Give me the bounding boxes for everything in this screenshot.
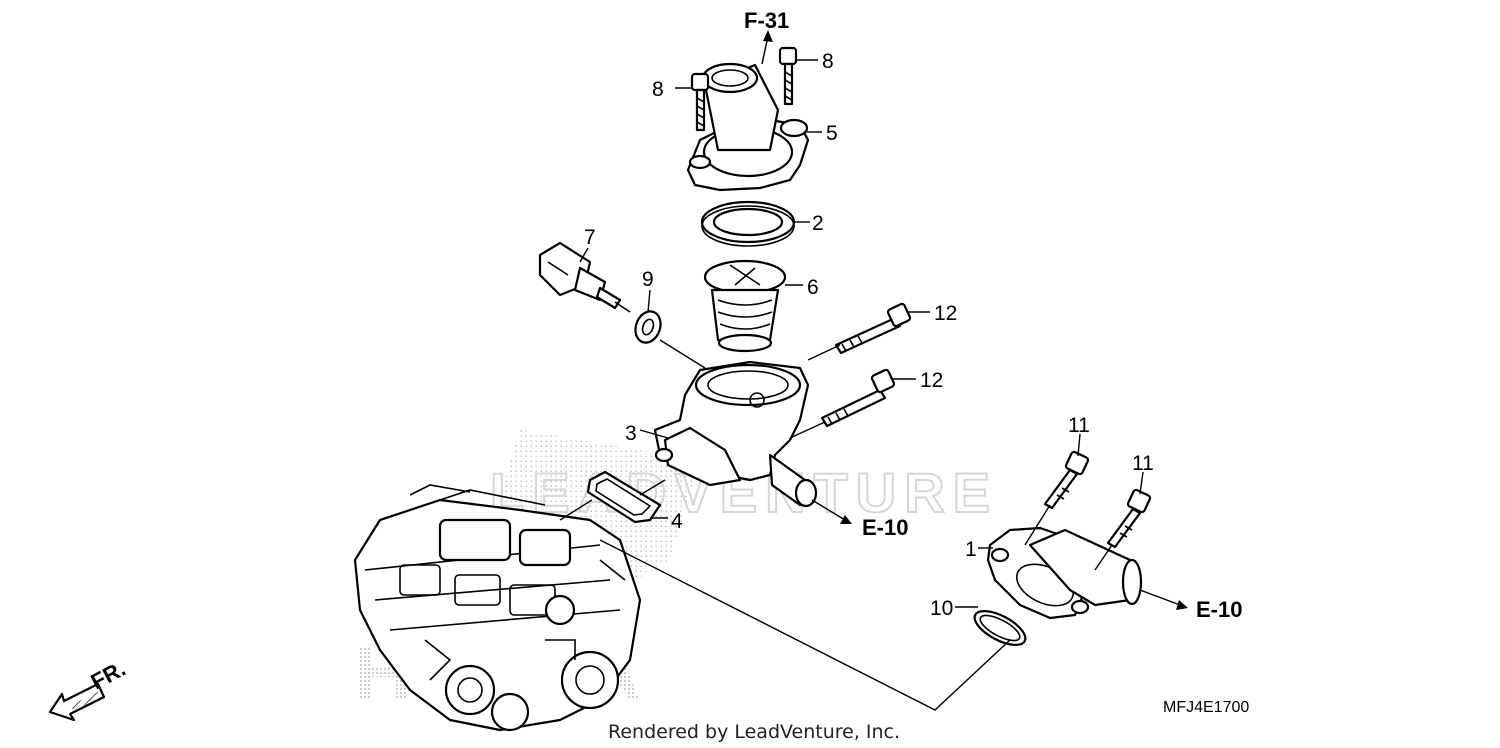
arrow-to-e10-right bbox=[1139, 589, 1188, 610]
thermostat-housing-part-3[interactable] bbox=[653, 360, 818, 508]
bolt-part-8-right[interactable] bbox=[778, 46, 798, 106]
callout-1[interactable]: 1 bbox=[965, 538, 977, 561]
front-direction-arrow bbox=[48, 682, 106, 722]
callout-2[interactable]: 2 bbox=[812, 212, 824, 235]
callout-12-lower[interactable]: 12 bbox=[920, 369, 943, 392]
reference-e10-right[interactable]: E-10 bbox=[1196, 597, 1242, 622]
callout-4[interactable]: 4 bbox=[671, 510, 683, 533]
bolt-part-8-left[interactable] bbox=[690, 72, 710, 132]
callout-3[interactable]: 3 bbox=[625, 422, 637, 445]
bolt-part-12-upper[interactable] bbox=[834, 302, 912, 355]
arrow-to-e10-middle bbox=[811, 499, 852, 524]
callout-10[interactable]: 10 bbox=[930, 597, 953, 620]
thermostat-part-6[interactable] bbox=[703, 259, 787, 353]
o-ring-part-10[interactable] bbox=[970, 604, 1031, 651]
callout-7[interactable]: 7 bbox=[584, 226, 596, 249]
diagram-code: MFJ4E1700 bbox=[1163, 699, 1249, 716]
water-joint-part-1[interactable] bbox=[986, 526, 1143, 620]
temperature-sensor-part-7[interactable] bbox=[538, 241, 631, 313]
callout-9[interactable]: 9 bbox=[642, 268, 654, 291]
arrow-to-f31 bbox=[761, 30, 773, 65]
callout-12-upper[interactable]: 12 bbox=[934, 302, 957, 325]
callout-6[interactable]: 6 bbox=[807, 276, 819, 299]
engine-illustration bbox=[353, 484, 642, 732]
callout-11-right[interactable]: 11 bbox=[1132, 452, 1154, 475]
callout-8-right[interactable]: 8 bbox=[822, 50, 834, 73]
leader-lines bbox=[559, 59, 1144, 711]
seal-part-2[interactable] bbox=[700, 200, 796, 247]
bolt-part-11-left[interactable] bbox=[1043, 450, 1090, 510]
bolt-part-12-lower[interactable] bbox=[820, 368, 896, 428]
bolt-part-11-right[interactable] bbox=[1106, 488, 1152, 549]
reference-f31[interactable]: F-31 bbox=[744, 8, 789, 33]
o-ring-part-4[interactable] bbox=[586, 470, 662, 524]
callout-5[interactable]: 5 bbox=[826, 122, 838, 145]
washer-part-9[interactable] bbox=[631, 308, 664, 346]
thermostat-cover-part-5[interactable] bbox=[686, 62, 810, 192]
callout-8-left[interactable]: 8 bbox=[652, 78, 664, 101]
callout-11-left[interactable]: 11 bbox=[1068, 414, 1090, 437]
rendered-by-credit: Rendered by LeadVenture, Inc. bbox=[608, 721, 900, 743]
reference-e10-middle[interactable]: E-10 bbox=[862, 515, 908, 540]
